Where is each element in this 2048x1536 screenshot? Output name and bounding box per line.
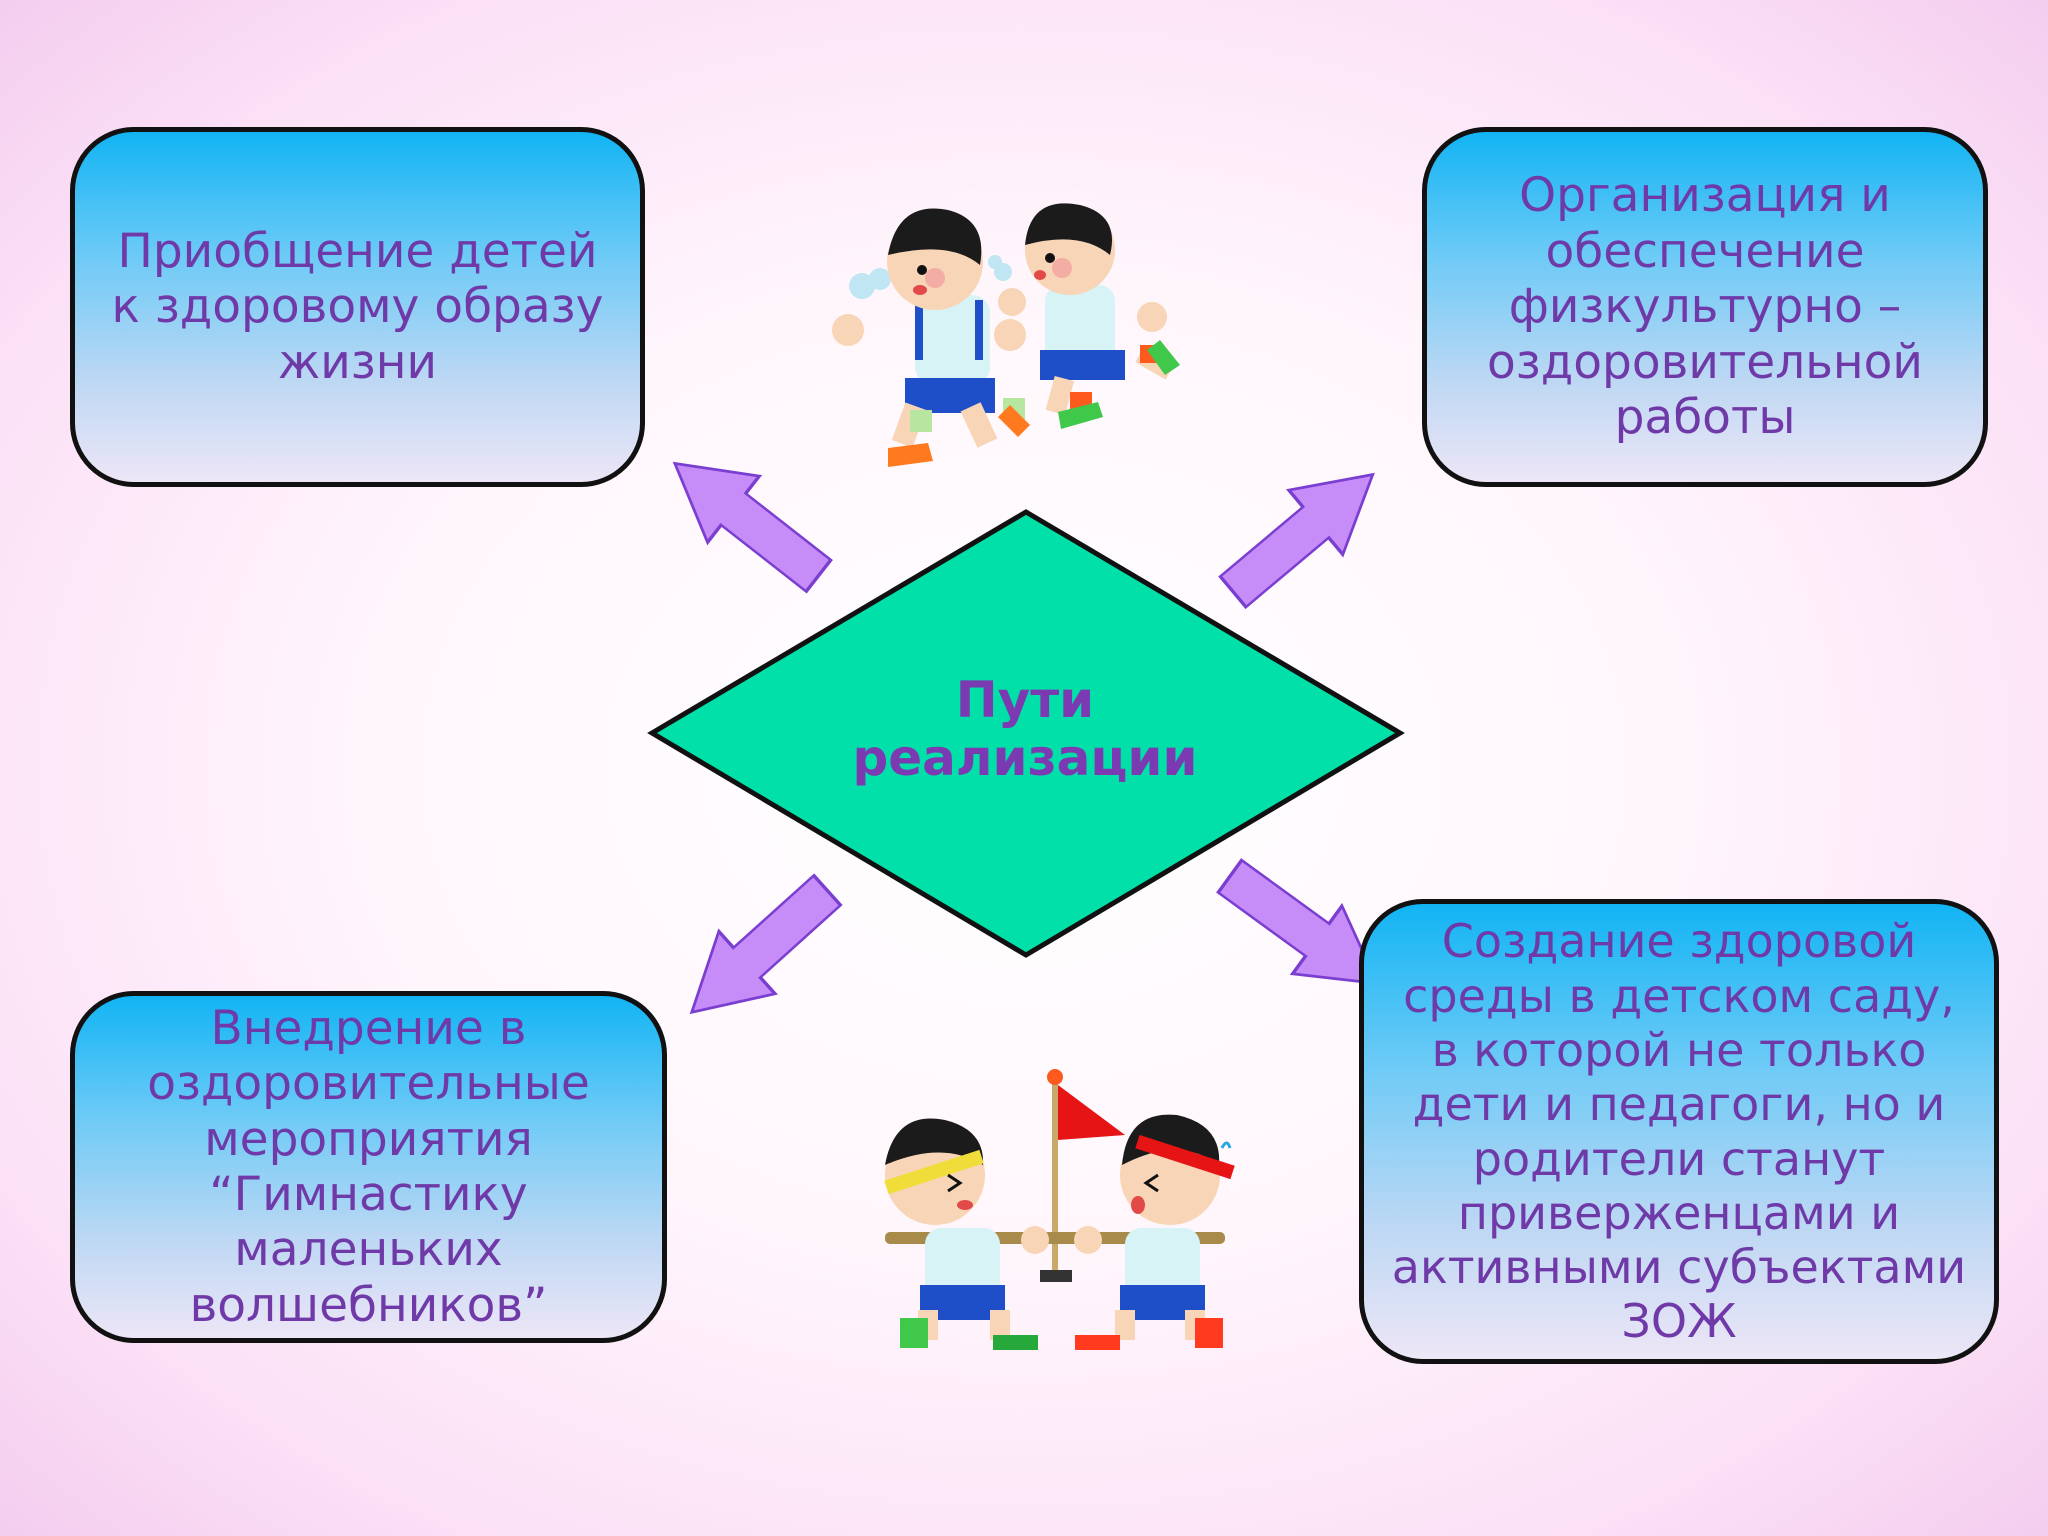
arrow-to-bottom-left xyxy=(689,873,843,1015)
center-title: Пути реализации xyxy=(790,671,1260,787)
arrow-to-top-left xyxy=(672,461,833,594)
box-top-left: Приобщение детей к здоровому образу жизн… xyxy=(70,127,645,487)
running-children-icon xyxy=(832,203,1180,467)
box-bottom-left-text: Внедрение в оздоровительные мероприятия … xyxy=(147,1000,590,1333)
center-title-line1: Пути xyxy=(955,671,1095,729)
box-bottom-right-text: Создание здоровой среды в детском саду, … xyxy=(1391,914,1967,1349)
box-bottom-right: Создание здоровой среды в детском саду, … xyxy=(1359,899,1999,1364)
box-top-right-text: Организация и обеспечение физкультурно –… xyxy=(1487,168,1923,446)
center-title-line2: реализации xyxy=(852,728,1198,787)
box-bottom-left: Внедрение в оздоровительные мероприятия … xyxy=(70,991,667,1343)
tug-of-war-children-icon xyxy=(884,1069,1235,1350)
arrow-to-bottom-right xyxy=(1216,858,1380,986)
box-top-left-text: Приобщение детей к здоровому образу жизн… xyxy=(111,223,604,390)
arrow-to-top-right xyxy=(1218,472,1375,610)
box-top-right: Организация и обеспечение физкультурно –… xyxy=(1422,127,1988,487)
center-diamond xyxy=(647,509,1405,958)
